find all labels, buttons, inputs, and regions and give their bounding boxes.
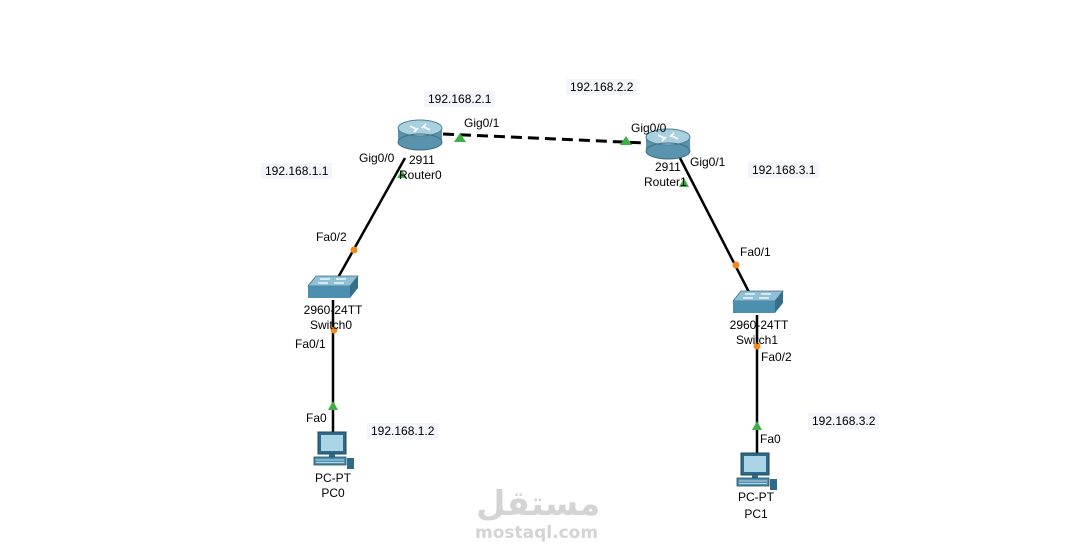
router0-port-gig00-label: Gig0/0 <box>359 151 395 165</box>
link-router0-switch0[interactable] <box>333 157 407 284</box>
pc-icon[interactable] <box>735 452 779 492</box>
link-router1-switch1[interactable] <box>678 157 754 299</box>
port-amber-indicator <box>732 261 740 269</box>
router0-port-gig01-label: Gig0/1 <box>464 116 500 130</box>
watermark-latin: mostaql.com <box>475 523 599 543</box>
ip-note-router1-wan[interactable]: 192.168.2.2 <box>566 79 638 95</box>
switch1-port-fa01-label: Fa0/1 <box>740 245 771 259</box>
port-up-indicator <box>397 170 407 178</box>
switch-icon[interactable] <box>731 289 785 315</box>
pc1-model-label: PC-PT <box>738 490 774 504</box>
pc0-name-label[interactable]: PC0 <box>321 486 345 500</box>
pc0-port-fa0-label: Fa0 <box>306 411 327 425</box>
router1-port-gig00-label: Gig0/0 <box>631 121 667 135</box>
router1-name-label[interactable]: Router1 <box>644 175 687 189</box>
port-amber-indicator <box>753 342 761 350</box>
ip-note-router0-lan[interactable]: 192.168.1.1 <box>261 163 333 179</box>
switch1-port-fa02-label: Fa0/2 <box>761 350 792 364</box>
link-router0-router1[interactable] <box>442 132 646 145</box>
router0-name-label[interactable]: Router0 <box>399 168 442 182</box>
port-up-indicator <box>620 136 632 145</box>
pc-icon[interactable] <box>312 431 356 471</box>
port-amber-indicator <box>350 246 358 254</box>
router0-model-label: 2911 <box>409 153 435 167</box>
watermark-arabic: مستقل <box>476 484 601 524</box>
port-up-indicator <box>752 421 762 430</box>
pc0-model-label: PC-PT <box>315 471 351 485</box>
port-up-indicator <box>454 133 466 142</box>
switch1-name-label[interactable]: Switch1 <box>735 333 779 347</box>
ip-note-pc0[interactable]: 192.168.1.2 <box>367 423 439 439</box>
ip-note-router0-wan[interactable]: 192.168.2.1 <box>424 91 496 107</box>
ip-note-pc1[interactable]: 192.168.3.2 <box>808 413 880 429</box>
router-icon[interactable] <box>396 116 444 156</box>
port-up-indicator <box>679 178 689 187</box>
ip-note-router1-lan[interactable]: 192.168.3.1 <box>748 162 820 178</box>
switch0-model-label: 2960-24TT <box>303 303 363 317</box>
switch0-port-fa01-label: Fa0/1 <box>295 337 326 351</box>
pc1-port-fa0-label: Fa0 <box>760 432 781 446</box>
port-amber-indicator <box>330 326 338 334</box>
switch1-model-label: 2960-24TT <box>729 318 789 332</box>
switch0-port-fa02-label: Fa0/2 <box>316 230 347 244</box>
switch-icon[interactable] <box>306 274 360 300</box>
port-up-indicator <box>328 401 338 410</box>
router1-port-gig01-label: Gig0/1 <box>690 155 726 169</box>
switch0-name-label[interactable]: Switch0 <box>309 318 353 332</box>
router-icon[interactable] <box>644 125 692 165</box>
pc1-name-label[interactable]: PC1 <box>744 507 768 521</box>
router1-model-label: 2911 <box>655 160 681 174</box>
